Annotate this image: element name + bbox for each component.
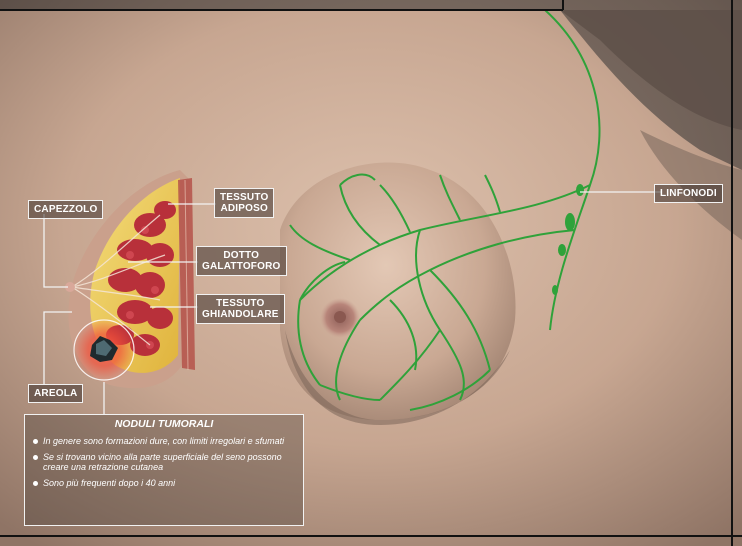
label-linfonodi: LINFONODI xyxy=(654,184,723,203)
info-box-noduli-tumorali: NODULI TUMORALI In genere sono formazion… xyxy=(24,414,304,526)
info-item: In genere sono formazioni dure, con limi… xyxy=(33,436,295,446)
label-areola: AREOLA xyxy=(28,384,83,403)
label-tessuto-adiposo: TESSUTO ADIPOSO xyxy=(214,188,274,218)
info-title: NODULI TUMORALI xyxy=(25,418,303,430)
label-capezzolo: CAPEZZOLO xyxy=(28,200,103,219)
info-item: Se si trovano vicino alla parte superfic… xyxy=(33,452,295,472)
info-item: Sono più frequenti dopo i 40 anni xyxy=(33,478,295,488)
label-dotto-galattoforo: DOTTO GALATTOFORO xyxy=(196,246,287,276)
label-tessuto-ghiandolare: TESSUTO GHIANDOLARE xyxy=(196,294,285,324)
info-list: In genere sono formazioni dure, con limi… xyxy=(25,436,303,488)
